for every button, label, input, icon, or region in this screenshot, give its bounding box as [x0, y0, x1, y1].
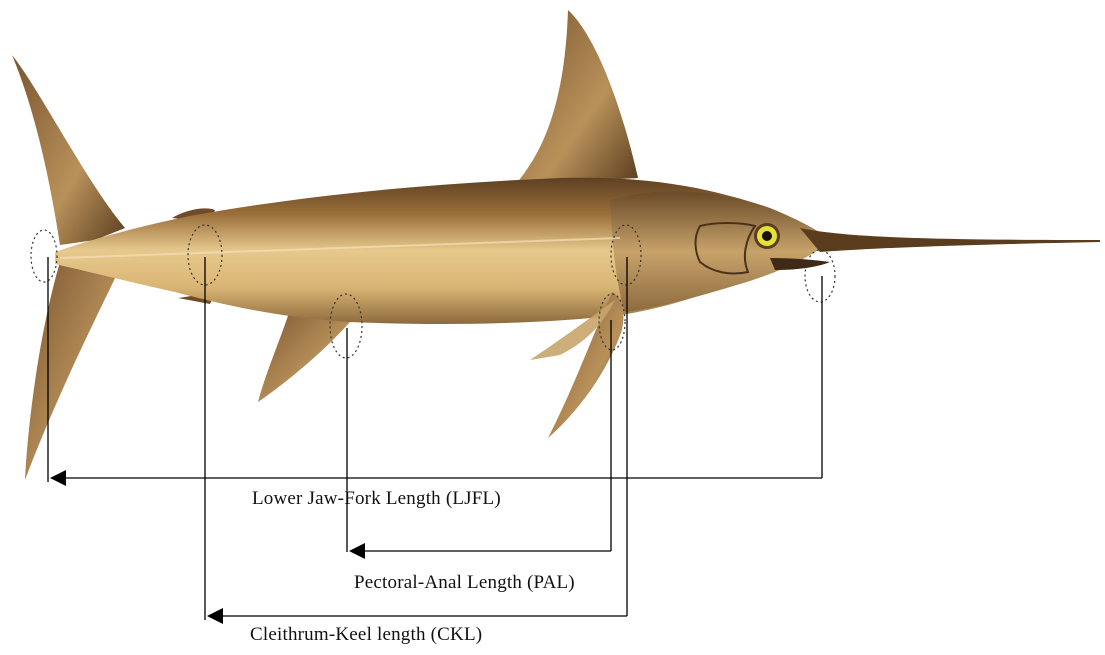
jaw-point-marker: [805, 250, 835, 302]
lower-jaw: [770, 258, 830, 270]
fork-point-marker: [31, 230, 57, 282]
eye-pupil: [762, 231, 772, 241]
dorsal-fin: [515, 10, 638, 185]
caudal-fin-upper: [12, 55, 125, 245]
bill: [800, 228, 1100, 252]
ljfl-label: Lower Jaw-Fork Length (LJFL): [252, 488, 501, 510]
pal-label: Pectoral-Anal Length (PAL): [354, 572, 575, 594]
arrowhead-icon: [50, 470, 66, 486]
caudal-fin-lower: [25, 262, 120, 480]
ckl-label: Cleithrum-Keel length (CKL): [250, 624, 482, 646]
fish-head: [610, 192, 832, 312]
arrowhead-icon: [349, 543, 365, 559]
swordfish-illustration: [12, 10, 1100, 480]
arrowhead-icon: [207, 608, 223, 624]
anal-fin: [258, 310, 350, 402]
